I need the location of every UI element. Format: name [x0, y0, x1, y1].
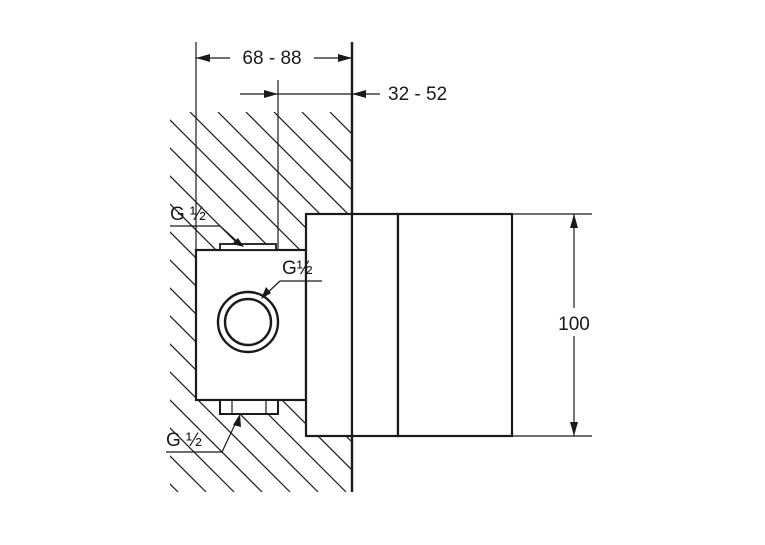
port-bottom-label: G ½: [166, 430, 202, 451]
arrow-height-top: [570, 214, 578, 228]
hatch-line: [554, 112, 765, 492]
bottom-port-fitting: [219, 399, 279, 415]
hatch-line: [470, 112, 765, 492]
hatch-line: [170, 112, 352, 492]
hatch-line: [245, 112, 352, 492]
cover-sleeve: [350, 212, 400, 438]
hatch-line: [170, 112, 235, 492]
hatch-line: [170, 112, 347, 492]
hatch-line: [610, 112, 765, 492]
front-port-inner: [223, 297, 273, 347]
hatch-line: [217, 112, 352, 492]
hatch-line: [170, 112, 291, 492]
top-port-fitting: [219, 243, 277, 251]
hatch-line: [498, 112, 765, 492]
hatch-line: [273, 112, 352, 492]
hatch-line: [526, 112, 765, 492]
height-label: 100: [558, 314, 590, 335]
cover-flange: [304, 212, 354, 438]
hatch-line: [638, 112, 765, 492]
depth-range-label: 68 - 88: [242, 48, 301, 69]
port-top-label: G ½: [170, 204, 206, 225]
arrow-offset-right: [352, 90, 366, 98]
hatch-line: [694, 112, 765, 492]
hatch-line: [0, 112, 150, 492]
hatch-line: [750, 112, 765, 492]
offset-range-label: 32 - 52: [388, 84, 447, 105]
hatch-line: [170, 112, 263, 492]
handle-cylinder: [396, 212, 514, 438]
hatch-line: [170, 112, 319, 492]
port-front-label: G½: [282, 258, 313, 279]
hatch-line: [189, 112, 352, 492]
hatch-line: [170, 112, 179, 492]
arrow-offset-left: [264, 90, 278, 98]
arrow-depth-left: [196, 54, 210, 62]
arrow-height-bottom: [570, 422, 578, 436]
arrow-depth-right: [338, 54, 352, 62]
hatch-line: [722, 112, 765, 492]
hatch-line: [666, 112, 765, 492]
hatch-line: [582, 112, 765, 492]
